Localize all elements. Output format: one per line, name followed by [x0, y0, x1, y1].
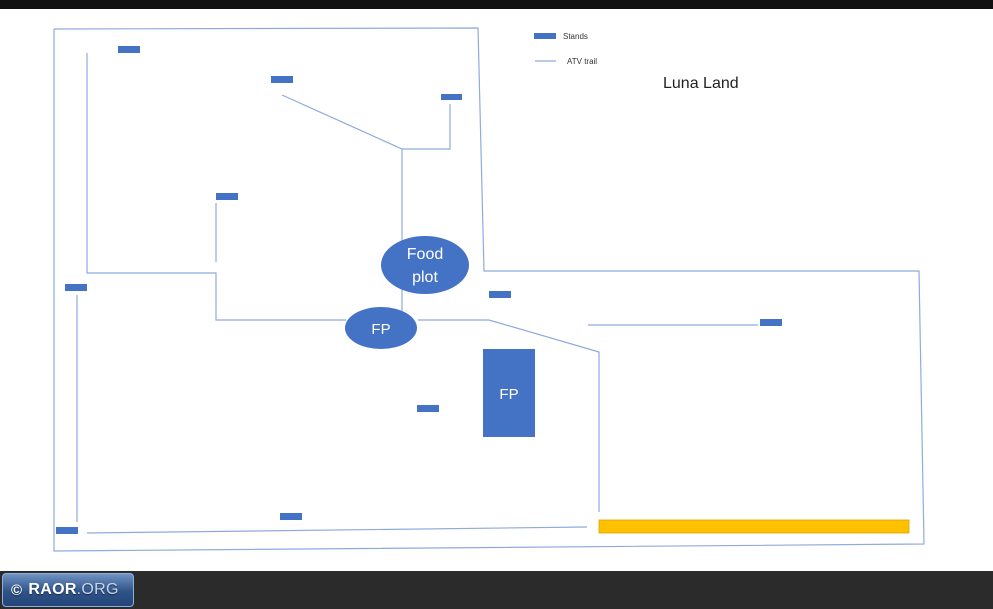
fp-rect-label: FP: [499, 386, 518, 403]
trail-west-loop: [86, 53, 346, 321]
stand-marker: [417, 405, 439, 412]
property-map: Food plot FP FP Stands ATV trail: [53, 27, 925, 552]
property-boundary: [53, 27, 925, 552]
raor-watermark-badge[interactable]: © RAOR .ORG: [2, 573, 134, 607]
bottom-bar: [0, 571, 993, 609]
stand-marker: [65, 284, 87, 291]
atv-trails: [76, 53, 758, 534]
legend: Stands ATV trail: [534, 32, 597, 66]
food-plot-oval-small: [345, 307, 417, 349]
map-canvas: [0, 9, 993, 571]
stand-marker: [760, 319, 782, 326]
trail-south: [86, 526, 588, 534]
stand-marker: [118, 46, 140, 53]
stand-marker: [271, 76, 293, 83]
stand-marker: [280, 513, 302, 520]
food-plot-rect: [483, 349, 535, 437]
legend-stands-label: Stands: [563, 32, 588, 41]
top-bar: [0, 0, 993, 9]
stand-marker: [56, 527, 78, 534]
trail-east-branch: [418, 319, 600, 512]
stand-marker: [441, 94, 462, 100]
fp-oval-label: FP: [371, 321, 390, 338]
copyright-icon: ©: [11, 581, 23, 599]
food-plot-label-line1: Food: [407, 246, 443, 263]
watermark-suffix: .ORG: [76, 581, 119, 598]
trail-north-diagonal: [281, 94, 451, 150]
stand-marker: [216, 193, 238, 200]
yellow-strip: [598, 519, 910, 534]
map-title: Luna Land: [663, 75, 739, 92]
legend-stand-swatch: [534, 33, 556, 39]
food-plot-large: [381, 236, 469, 294]
legend-trail-label: ATV trail: [567, 57, 597, 66]
stand-marker: [489, 291, 511, 298]
watermark-brand: RAOR: [28, 581, 77, 598]
stands: [56, 46, 782, 534]
food-plot-label-line2: plot: [412, 269, 438, 286]
